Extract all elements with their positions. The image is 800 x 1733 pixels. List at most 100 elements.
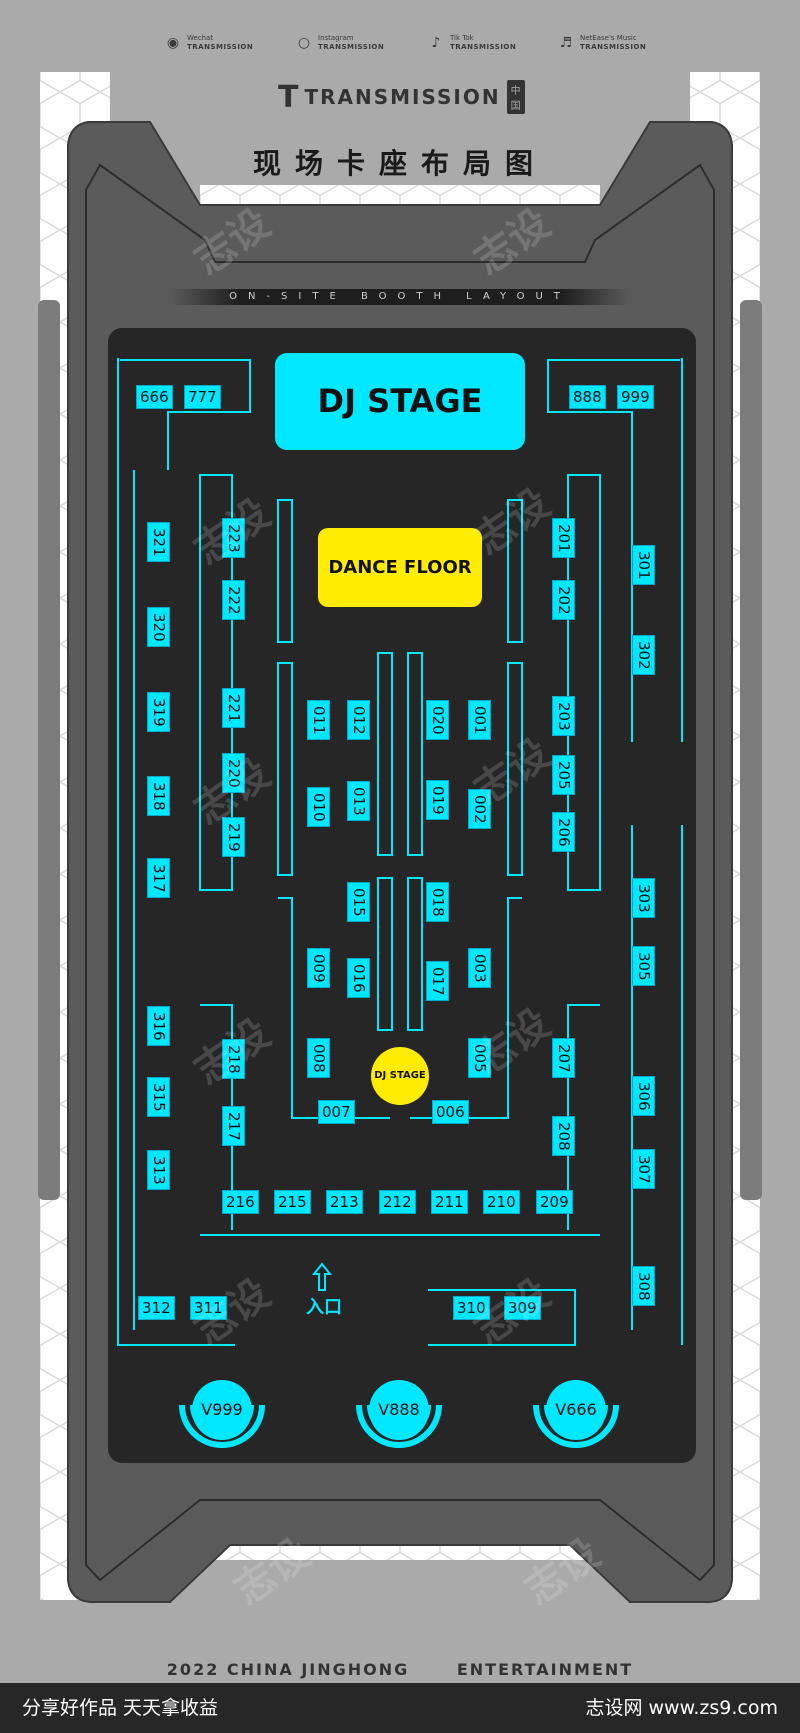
vip-booth-v999[interactable]: V999 [192,1380,252,1440]
booth-217[interactable]: 217 [222,1106,245,1146]
booth-218[interactable]: 218 [222,1039,245,1079]
wechat-icon: ◉ [166,35,180,51]
social-account: TRANSMISSION [187,43,254,51]
booth-223[interactable]: 223 [222,518,245,558]
booth-006[interactable]: 006 [432,1100,469,1124]
vip-booth-v666[interactable]: V666 [546,1380,606,1440]
booth-207[interactable]: 207 [552,1038,575,1078]
booth-313[interactable]: 313 [147,1150,170,1190]
social-account: TRANSMISSION [450,43,517,51]
logo-mark: T [278,79,299,115]
bottom-event-brand: ENTERTAINMENT [456,1660,634,1679]
social-platform: Wechat [187,34,214,42]
booth-015[interactable]: 015 [347,882,370,922]
social-platform: Tik Tok [450,34,474,42]
booth-315[interactable]: 315 [147,1077,170,1117]
dj-stage: DJ STAGE [275,353,525,450]
booth-301[interactable]: 301 [632,545,655,585]
booth-303[interactable]: 303 [632,878,655,918]
bottom-event-text: 2022 CHINA JINGHONG ENTERTAINMENT [0,1660,800,1679]
booth-666[interactable]: 666 [136,385,173,409]
booth-013[interactable]: 013 [347,781,370,821]
booth-308[interactable]: 308 [632,1266,655,1306]
booth-206[interactable]: 206 [552,812,575,852]
booth-020[interactable]: 020 [426,700,449,740]
booth-212[interactable]: 212 [379,1190,416,1214]
booth-202[interactable]: 202 [552,580,575,620]
booth-208[interactable]: 208 [552,1116,575,1156]
social-account: TRANSMISSION [318,43,385,51]
booth-203[interactable]: 203 [552,696,575,736]
entrance-label: 入口 [306,1297,342,1318]
booth-306[interactable]: 306 [632,1076,655,1116]
booth-009[interactable]: 009 [307,948,330,988]
footer-site[interactable]: 志设网 www.zs9.com [585,1697,778,1719]
booth-205[interactable]: 205 [552,755,575,795]
booth-003[interactable]: 003 [468,948,491,988]
page-subtitle: ON-SITE BOOTH LAYOUT [170,289,630,305]
booth-222[interactable]: 222 [222,580,245,620]
booth-209[interactable]: 209 [536,1190,573,1214]
booth-002[interactable]: 002 [468,789,491,829]
tiktok-icon: ♪ [431,35,441,51]
booth-210[interactable]: 210 [483,1190,520,1214]
booth-317[interactable]: 317 [147,858,170,898]
booth-008[interactable]: 008 [307,1038,330,1078]
booth-016[interactable]: 016 [347,958,370,998]
booth-307[interactable]: 307 [632,1149,655,1189]
booth-211[interactable]: 211 [431,1190,468,1214]
floor-plan [108,328,696,1463]
social-account: TRANSMISSION [580,43,647,51]
booth-312[interactable]: 312 [138,1296,175,1320]
booth-221[interactable]: 221 [222,688,245,728]
instagram-icon: ○ [297,35,311,51]
booth-321[interactable]: 321 [147,522,170,562]
booth-001[interactable]: 001 [468,700,491,740]
booth-319[interactable]: 319 [147,692,170,732]
booth-888[interactable]: 888 [569,385,606,409]
booth-011[interactable]: 011 [307,700,330,740]
booth-010[interactable]: 010 [307,787,330,827]
social-platform: Instagram [318,34,354,42]
booth-311[interactable]: 311 [190,1296,227,1320]
booth-215[interactable]: 215 [274,1190,311,1214]
dance-floor: DANCE FLOOR [318,528,482,607]
dj-stage-small: DJ STAGE [371,1047,429,1105]
bottom-event-line: 2022 CHINA JINGHONG [166,1660,410,1679]
page-title: 现场卡座布局图 [252,147,547,180]
booth-007[interactable]: 007 [318,1100,355,1124]
booth-999[interactable]: 999 [617,385,654,409]
booth-316[interactable]: 316 [147,1006,170,1046]
booth-777[interactable]: 777 [184,385,221,409]
booth-012[interactable]: 012 [347,700,370,740]
booth-019[interactable]: 019 [426,780,449,820]
booth-216[interactable]: 216 [222,1190,259,1214]
netease-music-icon: ♬ [559,35,573,51]
footer-slogan: 分享好作品 天天拿收益 [22,1697,219,1719]
logo-word: TRANSMISSION [304,85,501,109]
booth-017[interactable]: 017 [426,961,449,1001]
booth-302[interactable]: 302 [632,635,655,675]
brand-logo: T TRANSMISSION 中国 [278,79,525,115]
booth-310[interactable]: 310 [453,1296,490,1320]
booth-318[interactable]: 318 [147,776,170,816]
booth-018[interactable]: 018 [426,882,449,922]
booth-309[interactable]: 309 [504,1296,541,1320]
booth-201[interactable]: 201 [552,518,575,558]
footer-bar [0,1683,800,1733]
logo-tag: 中国 [506,80,525,114]
booth-320[interactable]: 320 [147,607,170,647]
vip-booth-v888[interactable]: V888 [369,1380,429,1440]
booth-005[interactable]: 005 [468,1038,491,1078]
booth-305[interactable]: 305 [632,946,655,986]
booth-213[interactable]: 213 [326,1190,363,1214]
booth-220[interactable]: 220 [222,753,245,793]
booth-219[interactable]: 219 [222,817,245,857]
social-platform: NetEase's Music [580,34,637,42]
entrance-arrow-icon [312,1262,332,1291]
